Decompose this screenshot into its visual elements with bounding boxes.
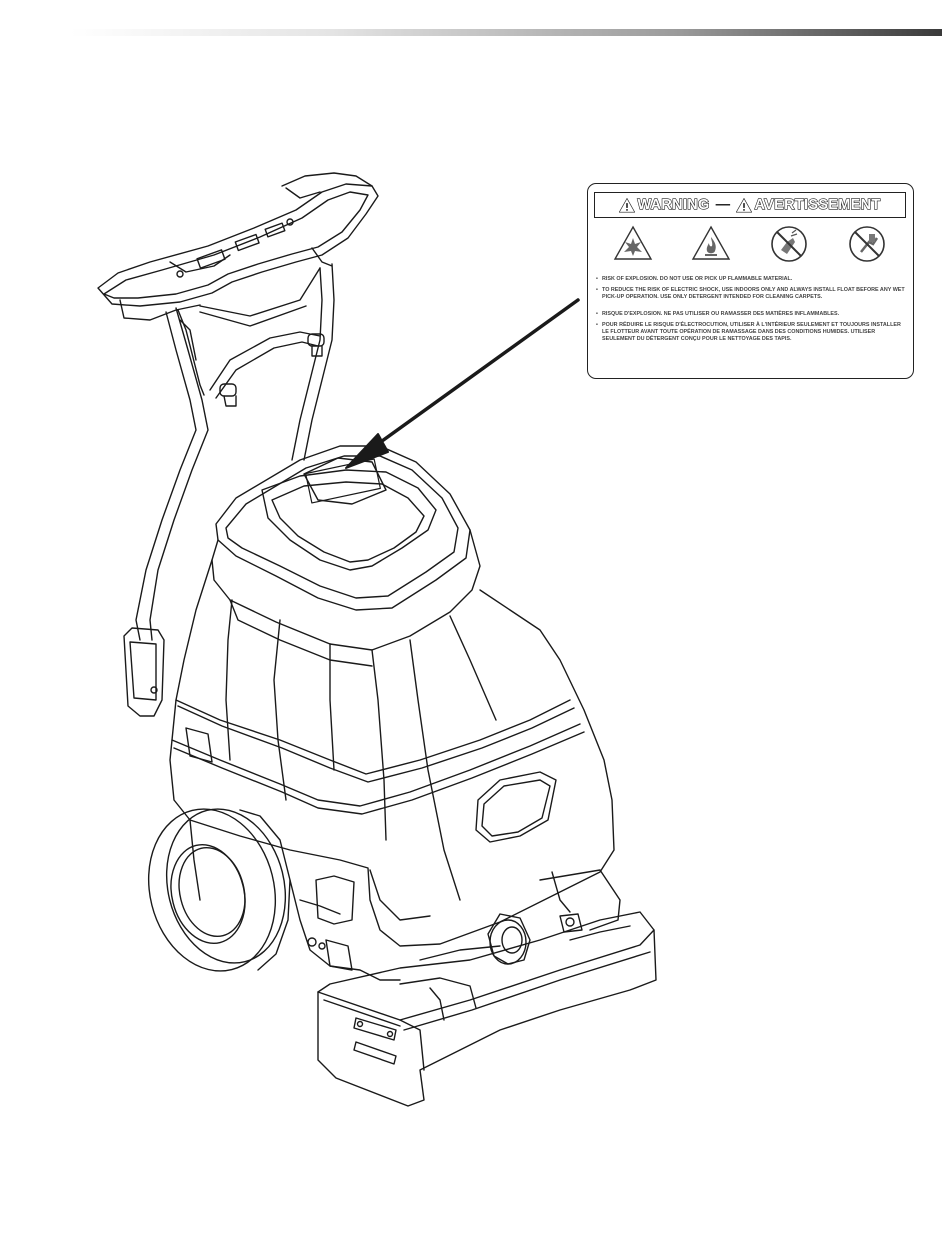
warning-triangle-icon (619, 197, 636, 213)
warning-label-text: RISK OF EXPLOSION. DO NOT USE OR PICK UP… (596, 276, 908, 347)
flammable-icon (691, 225, 731, 260)
tank-lid (211, 445, 481, 667)
warning-title-fr: AVERTISSEMENT (754, 196, 881, 213)
base-assembly (289, 869, 657, 1107)
warning-text-fr-2: POUR RÉDUIRE LE RISQUE D'ÉLECTROCUTION, … (596, 322, 908, 343)
warning-label-title: WARNING — AVERTISSEMENT (594, 192, 906, 218)
warning-text-fr-1: RISQUE D'EXPLOSION. NE PAS UTILISER OU R… (596, 311, 908, 318)
explosion-icon (613, 225, 653, 260)
warning-text-en-2: TO REDUCE THE RISK OF ELECTRIC SHOCK, US… (596, 287, 908, 301)
warning-title-separator: — (715, 197, 731, 213)
no-extension-cord-icon (849, 226, 885, 262)
handle-tubes (135, 263, 335, 641)
handle-bar (97, 172, 379, 321)
warning-triangle-icon (736, 197, 753, 213)
pointer-arrow (345, 298, 580, 469)
warning-label: WARNING — AVERTISSEMENT (587, 183, 914, 379)
warning-icons (594, 221, 906, 267)
header-gradient-rule (70, 29, 942, 36)
wheel (147, 808, 291, 972)
label-location-box (305, 458, 381, 504)
side-bracket (123, 627, 165, 717)
warning-title-en: WARNING (637, 196, 710, 213)
tank-body (169, 559, 615, 947)
no-spray-icon (771, 226, 807, 262)
warning-text-en-1: RISK OF EXPLOSION. DO NOT USE OR PICK UP… (596, 276, 908, 283)
